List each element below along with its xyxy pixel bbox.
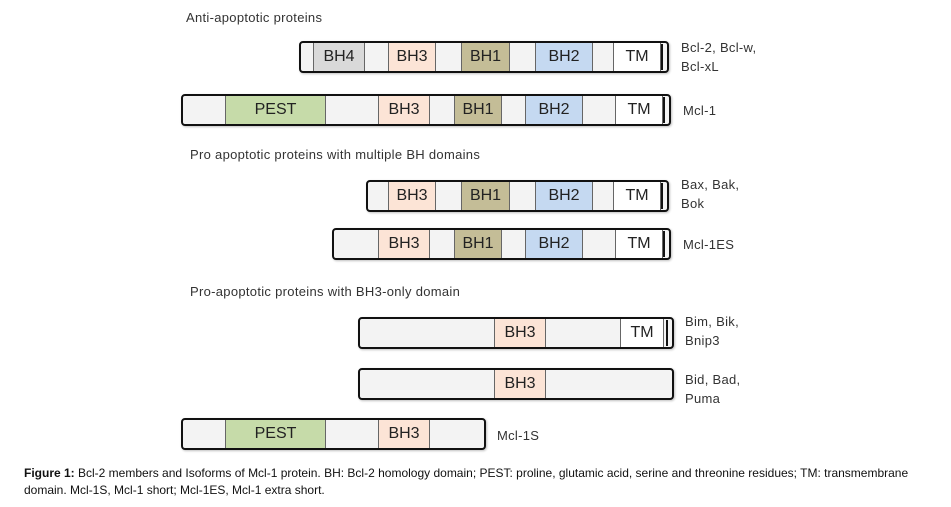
domain-bh1: BH1 (461, 43, 510, 71)
domain-bh1: BH1 (454, 96, 502, 124)
domain-bh2: BH2 (535, 43, 593, 71)
domain-tm: TM (615, 96, 663, 124)
protein-name: Bcl-xL (681, 59, 719, 74)
figure-caption: Figure 1: Bcl-2 members and Isoforms of … (24, 465, 939, 499)
domain-bh1: BH1 (461, 182, 510, 210)
domain-bh2: BH2 (525, 96, 583, 124)
protein-name: Puma (685, 391, 721, 406)
domain-tm: TM (620, 319, 664, 347)
domain-bh3: BH3 (378, 230, 430, 258)
protein-name: Bcl-2, Bcl-w, (681, 40, 757, 55)
domain-pest: PEST (225, 96, 326, 124)
protein-name: Bid, Bad, (685, 372, 741, 387)
domain-tm: TM (613, 43, 661, 71)
domain-pest: PEST (225, 420, 326, 448)
domain-bh3: BH3 (378, 420, 430, 448)
protein-name: Bim, Bik, (685, 314, 739, 329)
domain-tm: TM (615, 230, 663, 258)
protein-names-mcl1s: Mcl-1S (497, 426, 539, 445)
domain-bh2: BH2 (525, 230, 583, 258)
domain-bh3: BH3 (388, 43, 436, 71)
domain-bh4: BH4 (313, 43, 365, 71)
heading-multi-bh: Pro apoptotic proteins with multiple BH … (190, 147, 481, 162)
protein-name: Bax, Bak, (681, 177, 740, 192)
domain-bh1: BH1 (454, 230, 502, 258)
protein-name: Bok (681, 196, 705, 211)
domain-bh3: BH3 (388, 182, 436, 210)
caption-label: Figure 1: (24, 466, 75, 480)
protein-names-mcl1es: Mcl-1ES (683, 235, 734, 254)
domain-bh3: BH3 (494, 319, 546, 347)
protein-names-bid: Bid, Bad, Puma (685, 370, 740, 408)
heading-bh3-only: Pro-apoptotic proteins with BH3-only dom… (190, 284, 461, 299)
protein-names-mcl1: Mcl-1 (683, 101, 716, 120)
protein-name: Mcl-1S (497, 428, 540, 443)
protein-name: Mcl-1ES (683, 237, 735, 252)
domain-bh3: BH3 (378, 96, 430, 124)
protein-name: Bnip3 (685, 333, 720, 348)
heading-anti-apoptotic: Anti-apoptotic proteins (186, 10, 323, 25)
domain-bh3: BH3 (494, 370, 546, 398)
caption-text: Bcl-2 members and Isoforms of Mcl-1 prot… (24, 466, 909, 497)
protein-names-bim: Bim, Bik, Bnip3 (685, 312, 739, 350)
protein-name: Mcl-1 (683, 103, 717, 118)
domain-bh2: BH2 (535, 182, 593, 210)
domain-tm: TM (613, 182, 661, 210)
protein-names-bax: Bax, Bak, Bok (681, 175, 739, 213)
protein-names-bcl2: Bcl-2, Bcl-w, Bcl-xL (681, 38, 756, 76)
